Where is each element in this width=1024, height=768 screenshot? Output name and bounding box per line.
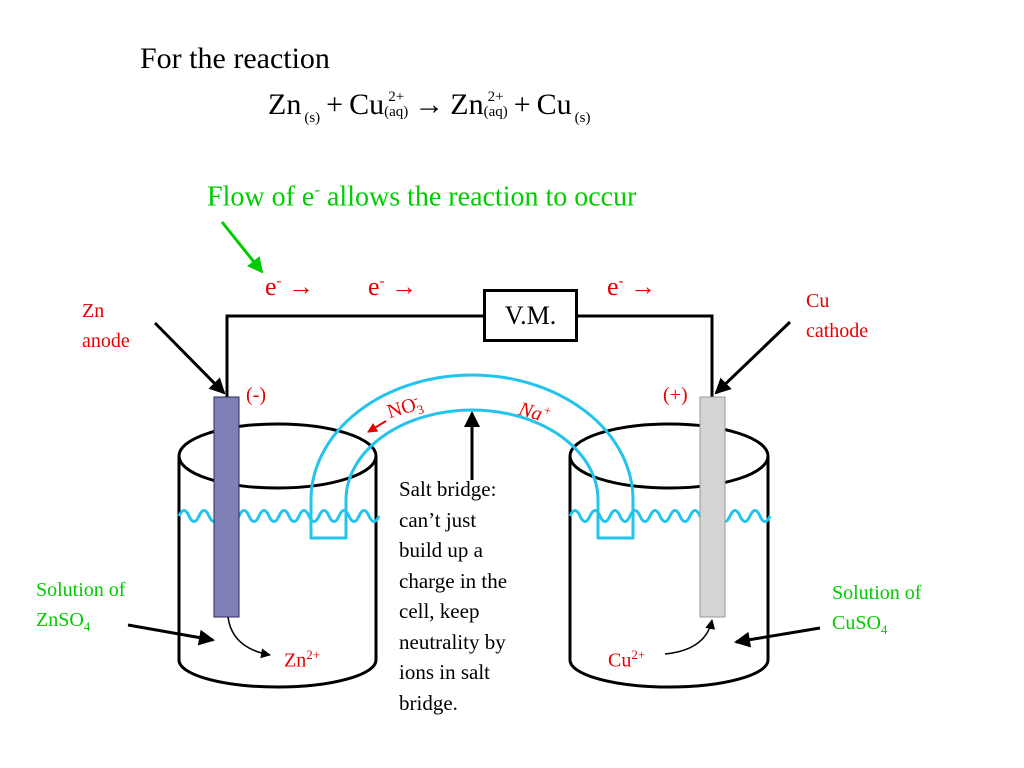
left-beaker xyxy=(177,422,378,689)
cathode-label: Cu cathode xyxy=(806,286,868,346)
sodium-ion-symbol: Na xyxy=(516,397,545,426)
equation-zn: Zn xyxy=(268,88,302,121)
anode-sign: (-) xyxy=(246,384,266,406)
electron-charge: - xyxy=(276,273,282,290)
electron-charge: - xyxy=(618,273,624,290)
salt-bridge-note-line: charge in the xyxy=(399,568,508,593)
salt-bridge-note-line: neutrality by xyxy=(399,629,506,654)
equation-zn-ion-charge: 2+ xyxy=(487,89,504,105)
equation-cu-state: (s) xyxy=(574,110,591,126)
external-wire xyxy=(225,314,714,398)
anode-label: Zn anode xyxy=(82,296,130,356)
electron-symbol: e xyxy=(368,272,380,301)
nitrate-flow-arrow xyxy=(367,420,387,433)
left-solution-surface xyxy=(177,509,381,523)
flow-note: Flow of e- allows the reaction to occur xyxy=(207,180,636,213)
cathode-label-line2: cathode xyxy=(806,320,869,342)
salt-bridge-note-line: ions in salt xyxy=(399,660,491,684)
salt-bridge-note-line: build up a xyxy=(399,538,483,562)
salt-bridge-note-line: bridge. xyxy=(399,690,458,715)
left-solution-arrow xyxy=(127,623,215,646)
cathode-pointer-arrow xyxy=(714,320,792,395)
electron-flow-2: e- → xyxy=(368,272,417,302)
copper-ion-charge: 2+ xyxy=(631,647,646,662)
electron-flow-3: e- → xyxy=(607,272,656,302)
salt-bridge-note-line: cell, keep xyxy=(399,599,480,623)
right-beaker xyxy=(568,422,770,689)
zinc-electrode xyxy=(213,396,240,618)
right-solution-subscript: 4 xyxy=(880,622,888,637)
left-solution-line1: Solution of xyxy=(36,579,126,601)
cathode-label-line1: Cu xyxy=(806,290,830,312)
copper-ion-curve-arrow xyxy=(664,619,716,655)
left-solution-label: Solution of ZnSO4 xyxy=(36,575,125,642)
equation-cu: Cu xyxy=(536,88,572,121)
right-solution-formula: CuSO xyxy=(832,612,881,634)
anode-label-line2: anode xyxy=(82,330,130,352)
zinc-ion-label: Zn2+ xyxy=(284,640,320,676)
equation-cu-ion-state: (aq) xyxy=(384,104,409,120)
electron-charge: - xyxy=(379,273,385,290)
equation-cu-ion-charge: 2+ xyxy=(388,89,405,105)
zinc-ion-curve-arrow xyxy=(227,616,271,659)
electron-arrow: → xyxy=(281,272,315,301)
salt-bridge-note-line: can’t just xyxy=(399,507,477,532)
flow-note-post: allows the reaction to occur xyxy=(320,181,637,213)
equation-zn-ion: Zn xyxy=(450,88,484,121)
equation-plus-2: + xyxy=(513,88,531,121)
copper-ion-label: Cu2+ xyxy=(608,640,645,676)
equation-cu-ion: Cu xyxy=(349,88,385,121)
zinc-ion-symbol: Zn xyxy=(284,649,307,672)
zinc-ion-charge: 2+ xyxy=(306,647,321,662)
electron-flow-1: e- → xyxy=(265,272,314,302)
anode-label-line1: Zn xyxy=(82,300,105,322)
equation-arrow: → xyxy=(414,88,445,121)
equation-plus-1: + xyxy=(326,88,344,121)
flow-note-arrow xyxy=(220,221,264,274)
electron-arrow: → xyxy=(384,272,418,301)
left-solution-formula: ZnSO xyxy=(36,609,84,631)
intro-text: For the reaction xyxy=(140,42,330,75)
salt-bridge-note: Salt bridge: can’t just build up a charg… xyxy=(399,474,539,718)
flow-note-pre: Flow of e xyxy=(207,181,315,213)
right-solution-line1: Solution of xyxy=(832,582,922,604)
salt-bridge-tube xyxy=(309,373,635,540)
electron-symbol: e xyxy=(265,272,277,301)
salt-bridge-note-line: Salt bridge: xyxy=(399,477,497,501)
right-solution-surface xyxy=(568,509,772,523)
electron-symbol: e xyxy=(607,272,619,301)
voltmeter: V.M. xyxy=(483,289,578,342)
equation-zn-state: (s) xyxy=(304,110,321,126)
right-solution-arrow xyxy=(734,626,821,648)
anode-pointer-arrow xyxy=(153,321,226,395)
copper-electrode xyxy=(699,396,726,618)
equation-zn-ion-state: (aq) xyxy=(483,104,508,120)
cathode-sign: (+) xyxy=(663,384,688,406)
flow-note-sup: - xyxy=(314,180,320,199)
left-solution-subscript: 4 xyxy=(83,619,91,634)
electron-arrow: → xyxy=(623,272,657,301)
right-solution-label: Solution of CuSO4 xyxy=(832,578,921,645)
copper-ion-symbol: Cu xyxy=(608,649,632,672)
